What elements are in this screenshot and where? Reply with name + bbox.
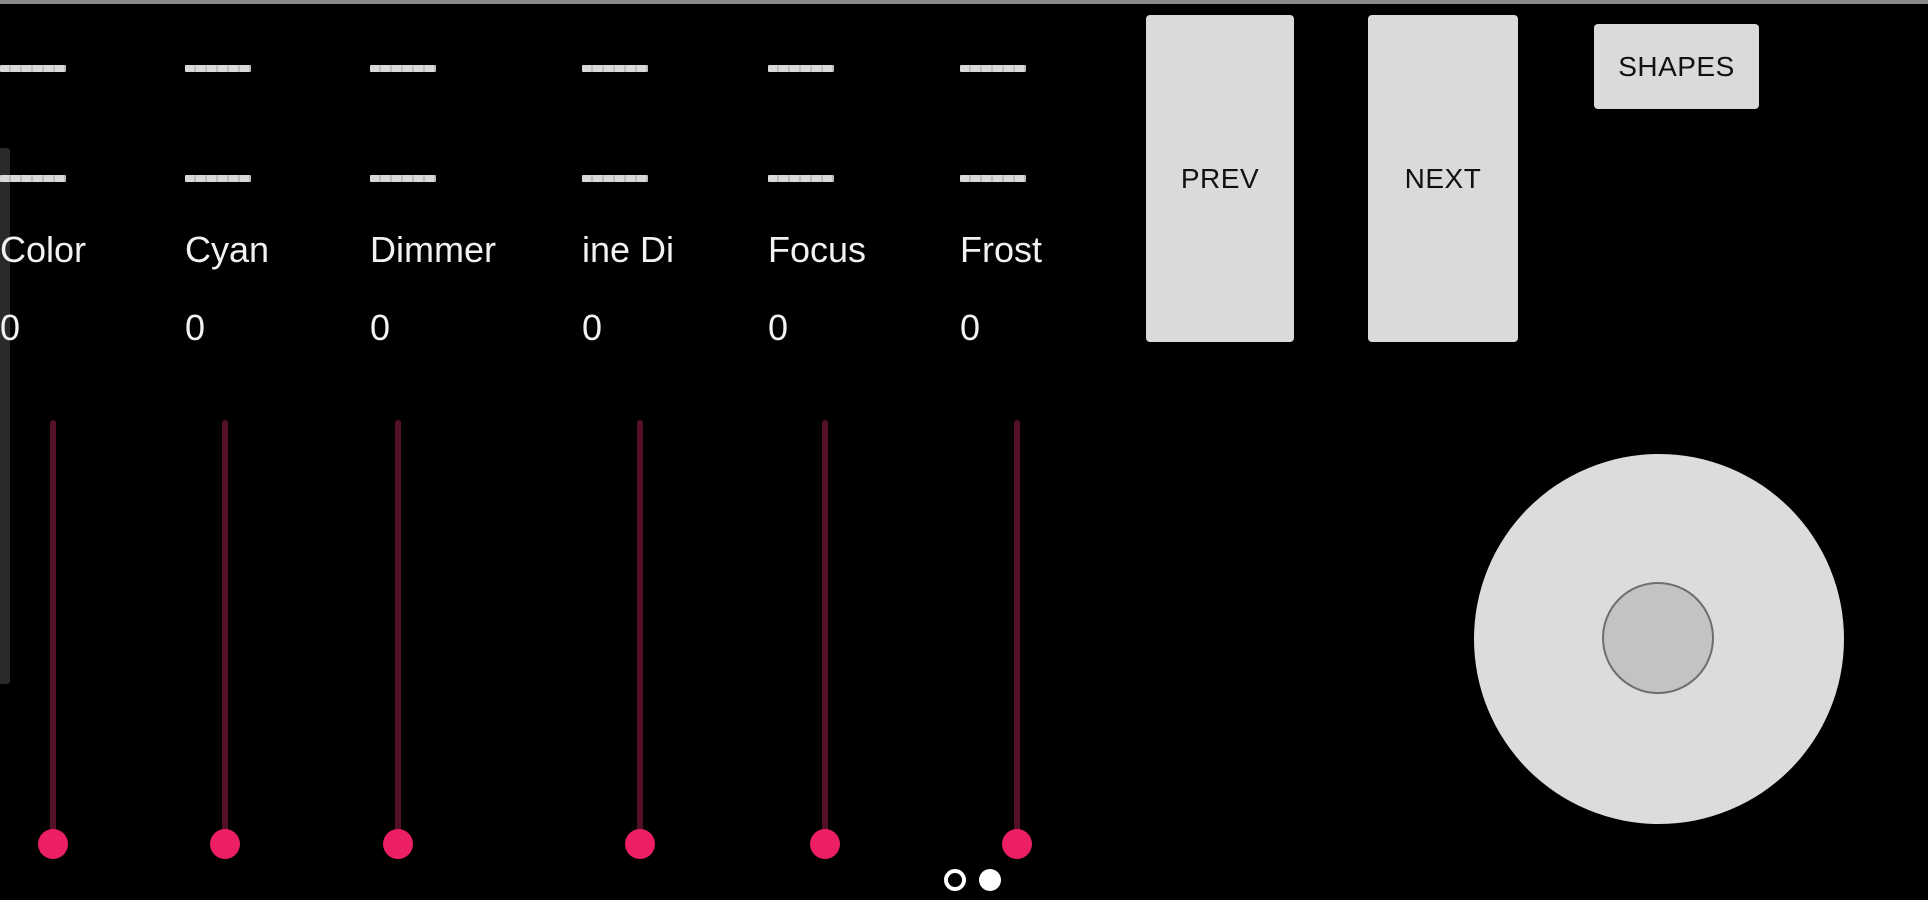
top-readout xyxy=(185,65,251,72)
channel-frost: Frost 0 xyxy=(960,0,1140,900)
top-readout xyxy=(370,65,436,72)
fader-thumb[interactable] xyxy=(1002,829,1032,859)
shapes-button[interactable]: SHAPES xyxy=(1594,24,1759,109)
top-readout xyxy=(768,65,834,72)
channel-value: 0 xyxy=(960,307,981,348)
joystick-handle[interactable] xyxy=(1602,582,1714,694)
channel-value: 0 xyxy=(0,307,21,348)
channel-focus: Focus 0 xyxy=(768,0,948,900)
fader-thumb[interactable] xyxy=(210,829,240,859)
channel-label: Frost xyxy=(960,229,1043,270)
page-dot-2-active[interactable] xyxy=(979,869,1001,891)
fader-thumb[interactable] xyxy=(38,829,68,859)
channel-label: ine Di xyxy=(582,229,675,270)
mid-readout xyxy=(0,175,66,182)
channel-cyan: Cyan 0 xyxy=(185,0,365,900)
fader-thumb[interactable] xyxy=(625,829,655,859)
page-dot-1[interactable] xyxy=(944,869,966,891)
channel-value: 0 xyxy=(582,307,603,348)
fader-track[interactable] xyxy=(822,420,828,840)
channel-value: 0 xyxy=(185,307,206,348)
channel-value: 0 xyxy=(768,307,789,348)
fader-thumb[interactable] xyxy=(383,829,413,859)
top-readout xyxy=(960,65,1026,72)
channel-value: 0 xyxy=(370,307,391,348)
channel-label: Color xyxy=(0,229,87,270)
fader-track[interactable] xyxy=(395,420,401,840)
channel-color: Color 0 xyxy=(0,0,180,900)
fader-thumb[interactable] xyxy=(810,829,840,859)
page-indicator xyxy=(944,869,1001,893)
top-readout xyxy=(582,65,648,72)
channel-label: Dimmer xyxy=(370,229,496,270)
mid-readout xyxy=(185,175,251,182)
mid-readout xyxy=(960,175,1026,182)
channel-label: Focus xyxy=(768,229,867,270)
mid-readout xyxy=(370,175,436,182)
top-readout xyxy=(0,65,66,72)
top-border xyxy=(0,0,1928,4)
fader-track[interactable] xyxy=(637,420,643,840)
channel-dimmer: Dimmer 0 xyxy=(370,0,550,900)
fader-track[interactable] xyxy=(222,420,228,840)
prev-button[interactable]: PREV xyxy=(1146,15,1294,342)
channel-label: Cyan xyxy=(185,229,270,270)
mid-readout xyxy=(768,175,834,182)
next-button[interactable]: NEXT xyxy=(1368,15,1518,342)
fader-track[interactable] xyxy=(1014,420,1020,840)
channel-fine-dimmer: ine Di 0 xyxy=(582,0,762,900)
fader-track[interactable] xyxy=(50,420,56,840)
mid-readout xyxy=(582,175,648,182)
scrollbar[interactable] xyxy=(0,148,10,684)
